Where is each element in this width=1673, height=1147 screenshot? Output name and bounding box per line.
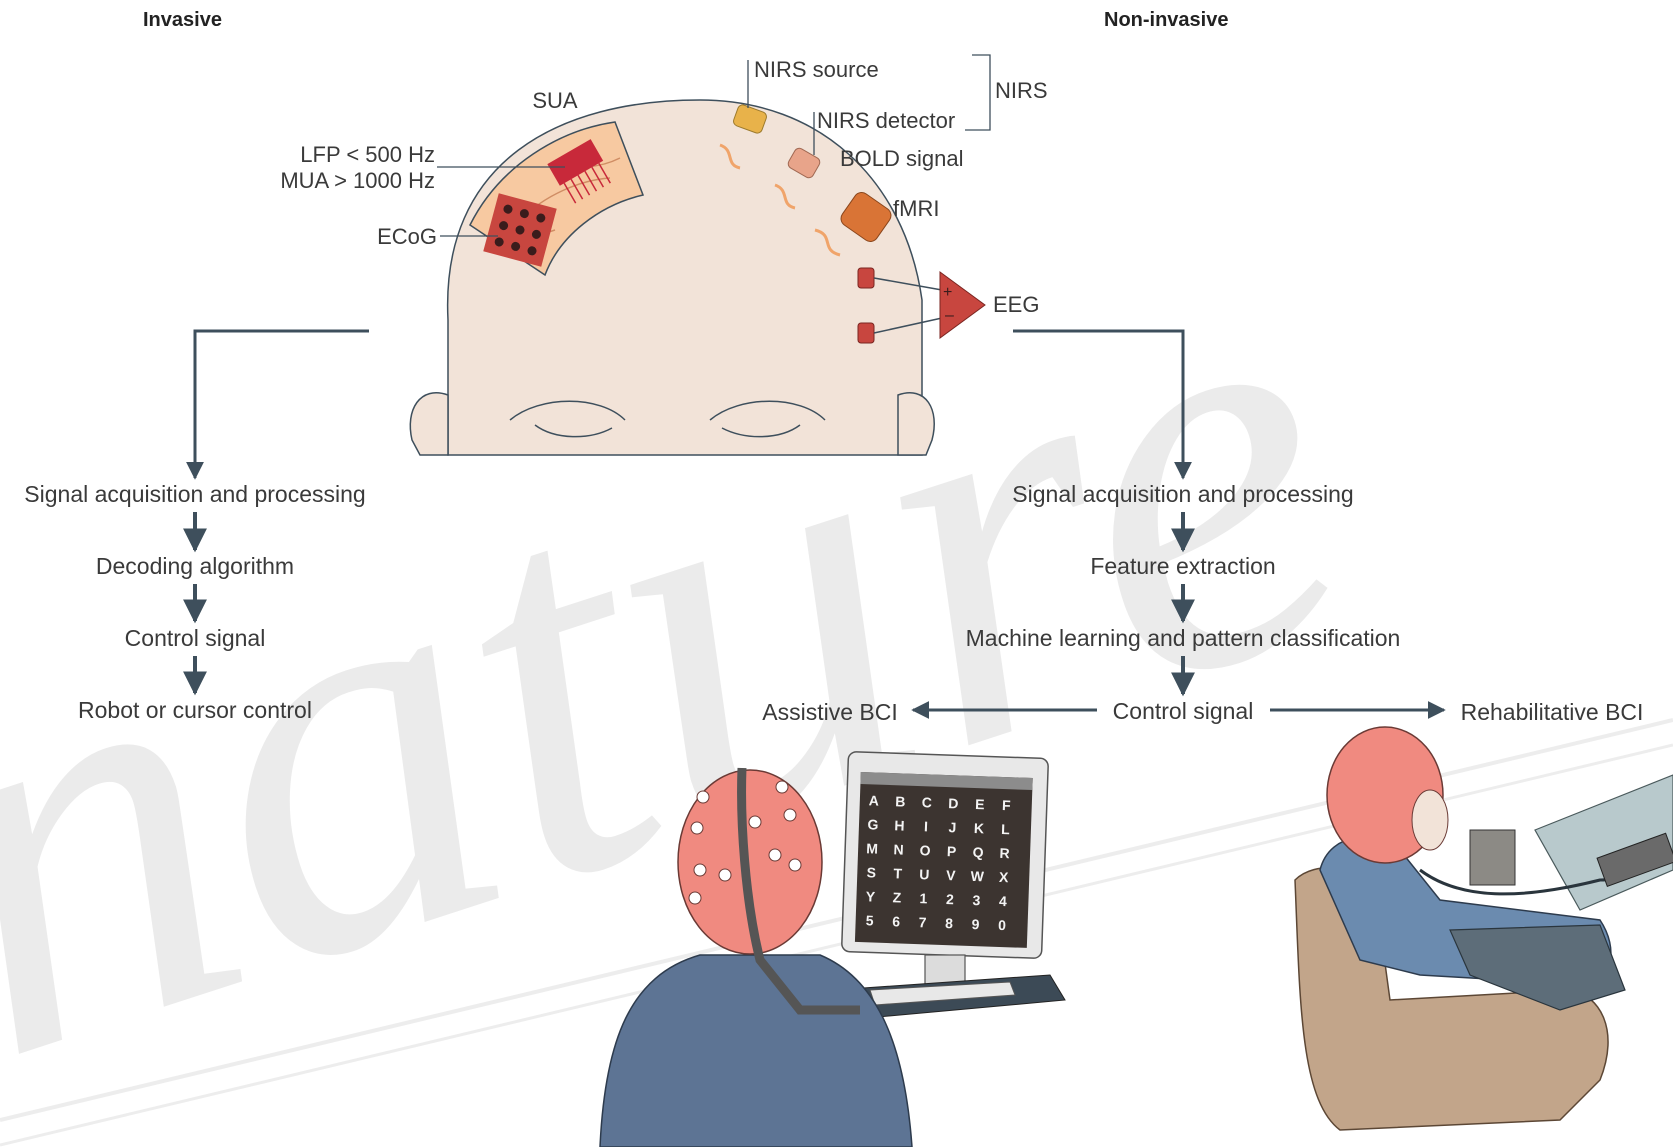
speller-cell: L (1001, 821, 1011, 837)
speller-cell: V (946, 867, 957, 883)
mua-label: MUA > 1000 Hz (280, 168, 435, 193)
hand-device (1470, 830, 1515, 885)
assistive-bci-label: Assistive BCI (762, 699, 897, 725)
speller-cell: S (866, 864, 876, 880)
ecog-label: ECoG (377, 224, 437, 249)
speller-cell: T (893, 865, 903, 881)
svg-text:+: + (943, 284, 952, 301)
invasive-step-3: Control signal (125, 625, 266, 651)
assistive-user-body (600, 955, 912, 1147)
invasive-step-2: Decoding algorithm (96, 553, 294, 579)
noninvasive-step-2: Feature extraction (1090, 553, 1275, 579)
speller-cell: M (866, 840, 878, 856)
speller-cell: 6 (892, 913, 901, 929)
speller-cell: Y (866, 888, 877, 904)
invasive-step-1: Signal acquisition and processing (24, 481, 365, 507)
speller-cell: 0 (998, 917, 1007, 933)
eeg-label: EEG (993, 292, 1039, 317)
eeg-electrode-bottom (858, 323, 874, 343)
speller-cell: 3 (972, 892, 981, 908)
speller-cell: 1 (919, 890, 928, 906)
invasive-header: Invasive (143, 9, 222, 31)
speller-cell: Z (892, 889, 902, 905)
speller-cell: 5 (865, 912, 874, 928)
rehabilitative-bci-label: Rehabilitative BCI (1461, 699, 1644, 725)
eeg-electrode-top (858, 268, 874, 288)
rehabilitative-scene (1295, 727, 1673, 1130)
speller-cell: A (869, 792, 880, 808)
bold-signal-label: BOLD signal (840, 146, 964, 171)
noninvasive-step-1: Signal acquisition and processing (1012, 481, 1353, 507)
speller-cell: 8 (945, 915, 954, 931)
speller-cell: C (921, 794, 932, 810)
speller-cell: W (970, 868, 985, 884)
invasive-step-4: Robot or cursor control (78, 697, 312, 723)
speller-cell: J (948, 819, 956, 835)
speller-cell: 2 (946, 891, 955, 907)
nirs-source-label: NIRS source (754, 57, 879, 82)
speller-cell: P (947, 843, 957, 859)
speller-cell: 4 (999, 893, 1008, 909)
speller-cell: 7 (918, 914, 927, 930)
speller-cell: 9 (971, 916, 980, 932)
speller-cell: O (919, 842, 931, 858)
speller-cell: F (1002, 797, 1012, 813)
noninvasive-step-4: Control signal (1113, 698, 1254, 724)
speller-cell: B (895, 793, 906, 809)
speller-cell: R (999, 845, 1010, 861)
speller-cell: N (893, 841, 904, 857)
speller-cell: G (867, 816, 879, 832)
speller-cell: D (948, 795, 959, 811)
speller-cell: X (999, 869, 1010, 885)
speller-cell: U (919, 866, 930, 882)
speller-cell: I (924, 818, 928, 834)
sua-label: SUA (532, 88, 578, 113)
nirs-label: NIRS (995, 78, 1048, 103)
non-invasive-header: Non-invasive (1104, 9, 1228, 31)
nirs-detector-label: NIRS detector (817, 108, 955, 133)
fmri-label: fMRI (893, 196, 939, 221)
svg-text:–: – (945, 307, 954, 324)
speller-cell: Q (972, 844, 984, 860)
speller-cell: H (894, 817, 905, 833)
noninvasive-step-3: Machine learning and pattern classificat… (966, 625, 1401, 651)
lfp-label: LFP < 500 Hz (300, 142, 435, 167)
speller-cell: E (975, 796, 985, 812)
right-ear (898, 393, 934, 455)
speller-cell: K (974, 820, 985, 836)
